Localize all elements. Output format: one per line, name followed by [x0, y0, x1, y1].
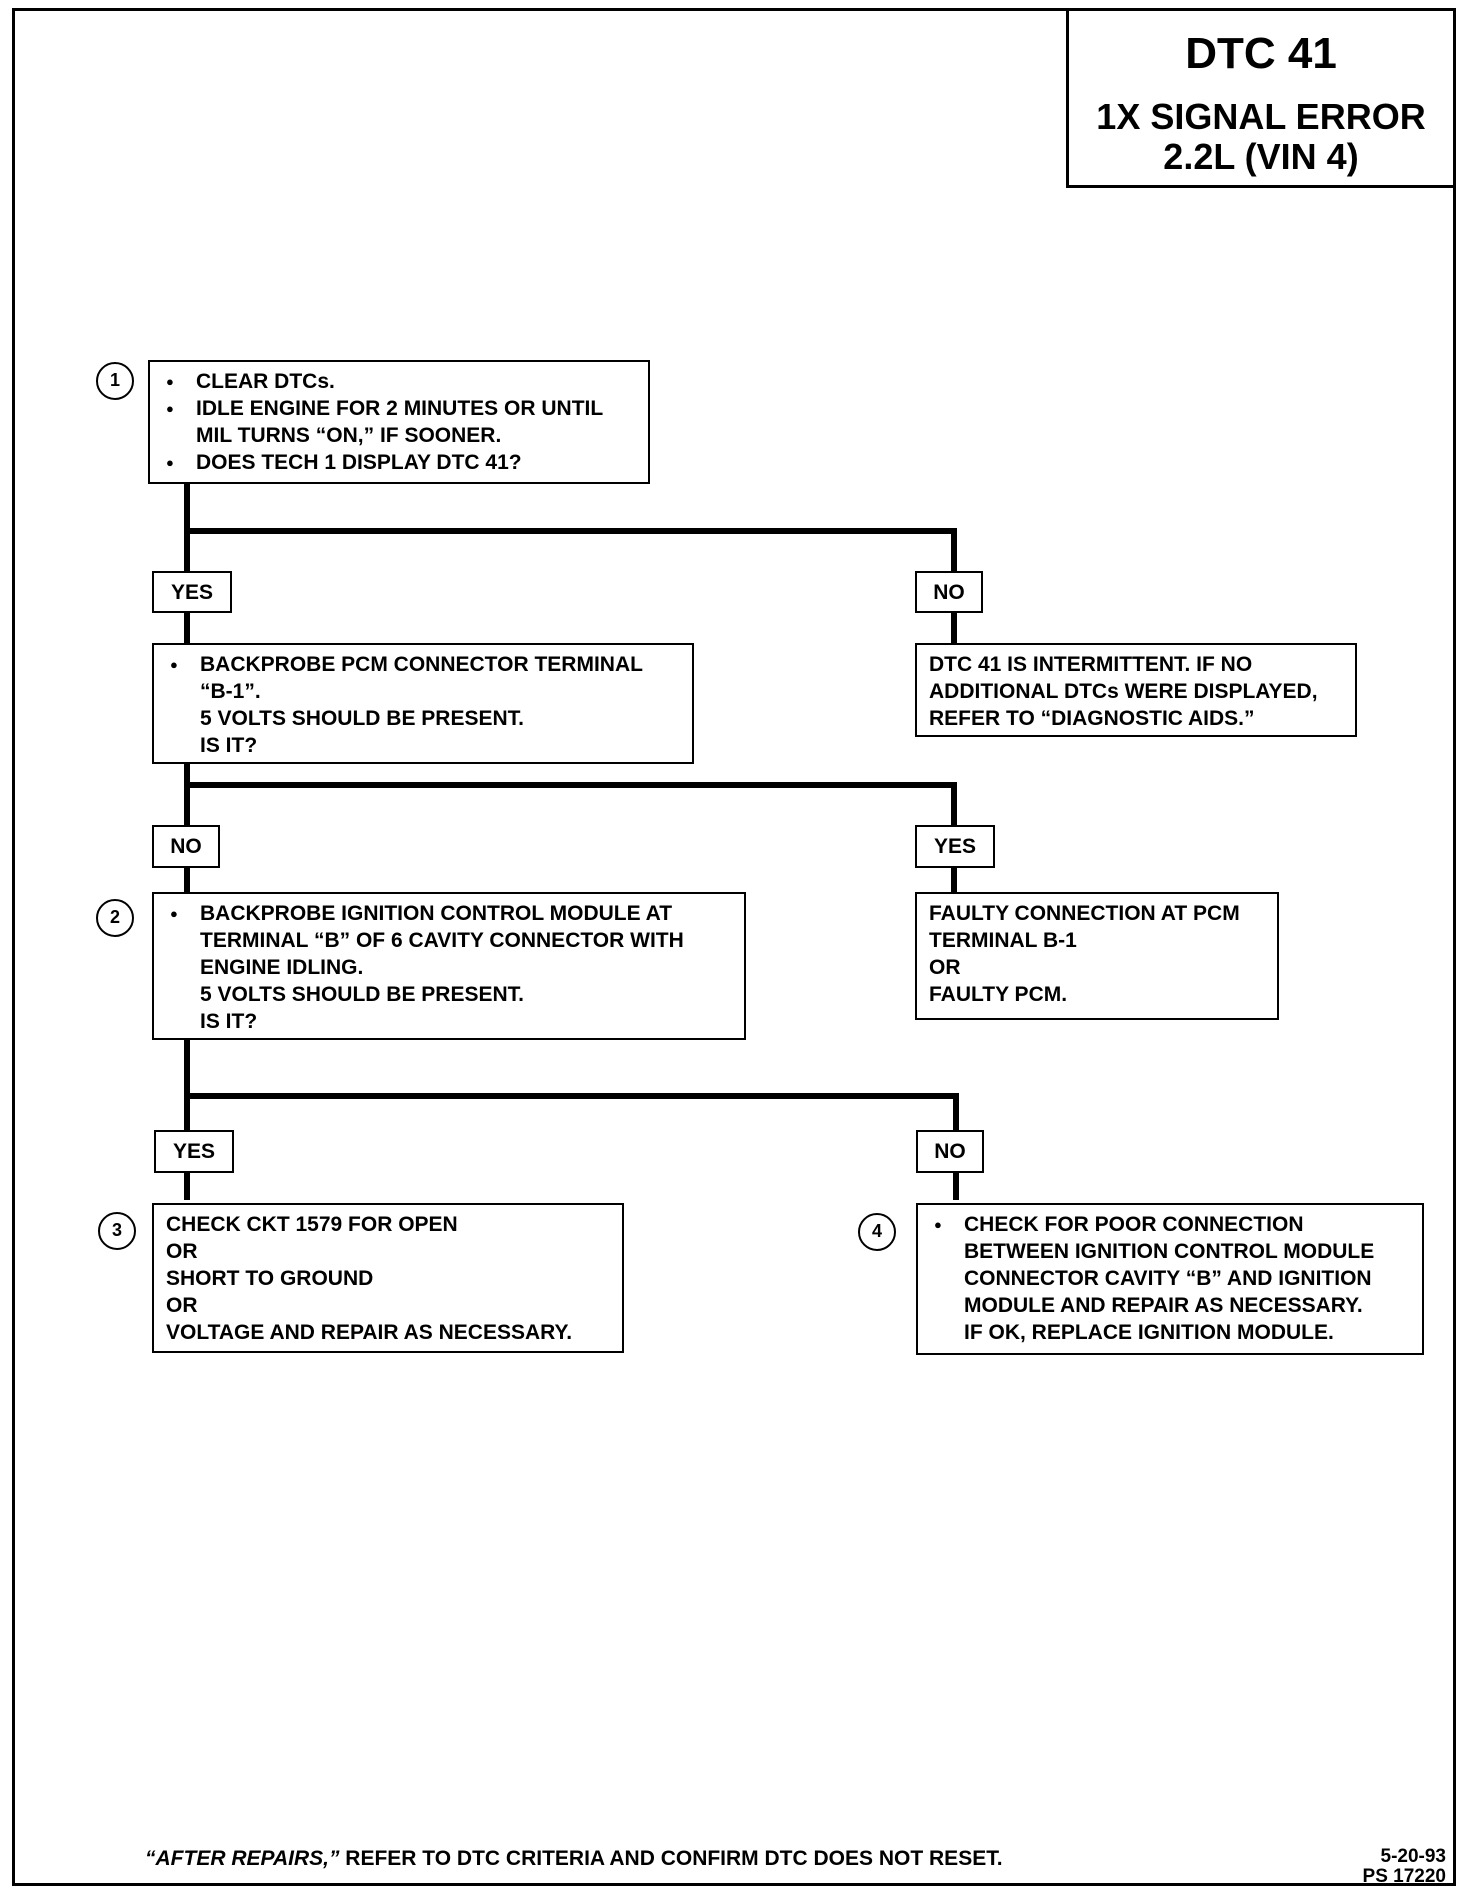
faulty-pcm-box: FAULTY CONNECTION AT PCM TERMINAL B-1 OR…: [915, 892, 1279, 1020]
dtc-title-line1: 1X SIGNAL ERROR: [1096, 96, 1426, 137]
step-2-text: BACKPROBE IGNITION CONTROL MODULE AT: [166, 900, 732, 927]
footer-note: “AFTER REPAIRS,” REFER TO DTC CRITERIA A…: [145, 1847, 1003, 1871]
step-1-box: CLEAR DTCs. IDLE ENGINE FOR 2 MINUTES OR…: [148, 360, 650, 484]
intermittent-box: DTC 41 IS INTERMITTENT. IF NO ADDITIONAL…: [915, 643, 1357, 737]
document-date: 5-20-93: [1380, 1846, 1447, 1867]
step-4-box: CHECK FOR POOR CONNECTION BETWEEN IGNITI…: [916, 1203, 1424, 1355]
connector: [184, 528, 957, 534]
step-3-text: CHECK CKT 1579 FOR OPEN: [166, 1213, 458, 1236]
connector: [184, 484, 190, 571]
step-3-text: OR: [166, 1240, 198, 1263]
connector: [184, 1093, 959, 1099]
step-number-1: 1: [96, 362, 134, 400]
step-4-text: CHECK FOR POOR CONNECTION: [930, 1211, 1410, 1238]
yes-label: YES: [915, 825, 995, 868]
connector: [184, 1040, 190, 1130]
connector: [184, 782, 957, 788]
step-3-text: OR: [166, 1294, 198, 1317]
intermittent-text: ADDITIONAL DTCs WERE DISPLAYED,: [929, 680, 1318, 703]
document-number: PS 17220: [1362, 1866, 1446, 1887]
no-label: NO: [152, 825, 220, 868]
step-4-text: BETWEEN IGNITION CONTROL MODULE: [964, 1240, 1375, 1263]
document-id: 5-20-93 PS 17220: [1363, 1847, 1446, 1887]
step-number-2: 2: [96, 899, 134, 937]
no-label: NO: [915, 571, 983, 613]
step-number-3: 3: [98, 1212, 136, 1250]
backprobe-pcm-text: “B-1”.: [200, 680, 261, 703]
step-2-text: ENGINE IDLING.: [200, 956, 364, 979]
faulty-pcm-text: FAULTY PCM.: [929, 983, 1068, 1006]
page-frame: [12, 8, 1456, 1886]
yes-label: YES: [154, 1130, 234, 1173]
connector: [953, 1173, 959, 1200]
title-box: DTC 41 1X SIGNAL ERROR 2.2L (VIN 4): [1066, 8, 1456, 188]
connector: [951, 782, 957, 825]
step-4-text: MODULE AND REPAIR AS NECESSARY.: [964, 1294, 1363, 1317]
step-2-text: 5 VOLTS SHOULD BE PRESENT.: [200, 983, 524, 1006]
faulty-pcm-text: FAULTY CONNECTION AT PCM: [929, 902, 1240, 925]
step-2-text: IS IT?: [200, 1010, 258, 1033]
connector: [184, 1173, 190, 1200]
connector: [184, 868, 190, 892]
backprobe-pcm-text: 5 VOLTS SHOULD BE PRESENT.: [200, 707, 524, 730]
backprobe-pcm-box: BACKPROBE PCM CONNECTOR TERMINAL “B-1”. …: [152, 643, 694, 764]
no-label: NO: [916, 1130, 984, 1173]
connector: [951, 528, 957, 571]
backprobe-pcm-text: IS IT?: [200, 734, 258, 757]
connector: [951, 868, 957, 892]
footer-emphasis: “AFTER REPAIRS,”: [145, 1847, 340, 1870]
connector: [184, 764, 190, 825]
step-3-box: CHECK CKT 1579 FOR OPEN OR SHORT TO GROU…: [152, 1203, 624, 1353]
yes-label: YES: [152, 571, 232, 613]
step-1-text: DOES TECH 1 DISPLAY DTC 41?: [162, 449, 636, 476]
intermittent-text: REFER TO “DIAGNOSTIC AIDS.”: [929, 707, 1255, 730]
step-2-text: TERMINAL “B” OF 6 CAVITY CONNECTOR WITH: [200, 929, 684, 952]
step-3-text: VOLTAGE AND REPAIR AS NECESSARY.: [166, 1321, 573, 1344]
dtc-code: DTC 41: [1185, 29, 1337, 78]
faulty-pcm-text: OR: [929, 956, 961, 979]
backprobe-pcm-text: BACKPROBE PCM CONNECTOR TERMINAL: [166, 651, 680, 678]
step-4-text: IF OK, REPLACE IGNITION MODULE.: [964, 1321, 1334, 1344]
faulty-pcm-text: TERMINAL B-1: [929, 929, 1077, 952]
connector: [953, 1093, 959, 1130]
step-1-text: MIL TURNS “ON,” IF SOONER.: [196, 424, 502, 447]
intermittent-text: DTC 41 IS INTERMITTENT. IF NO: [929, 653, 1253, 676]
step-1-text: CLEAR DTCs.: [162, 368, 636, 395]
step-1-text: IDLE ENGINE FOR 2 MINUTES OR UNTIL: [162, 395, 636, 422]
dtc-title-line2: 2.2L (VIN 4): [1163, 136, 1359, 177]
step-3-text: SHORT TO GROUND: [166, 1267, 374, 1290]
step-2-box: BACKPROBE IGNITION CONTROL MODULE AT TER…: [152, 892, 746, 1040]
footer-text: REFER TO DTC CRITERIA AND CONFIRM DTC DO…: [339, 1847, 1003, 1870]
step-number-4: 4: [858, 1213, 896, 1251]
step-4-text: CONNECTOR CAVITY “B” AND IGNITION: [964, 1267, 1372, 1290]
connector: [951, 613, 957, 643]
dtc-description: 1X SIGNAL ERROR 2.2L (VIN 4): [1069, 97, 1453, 177]
connector: [184, 613, 190, 643]
